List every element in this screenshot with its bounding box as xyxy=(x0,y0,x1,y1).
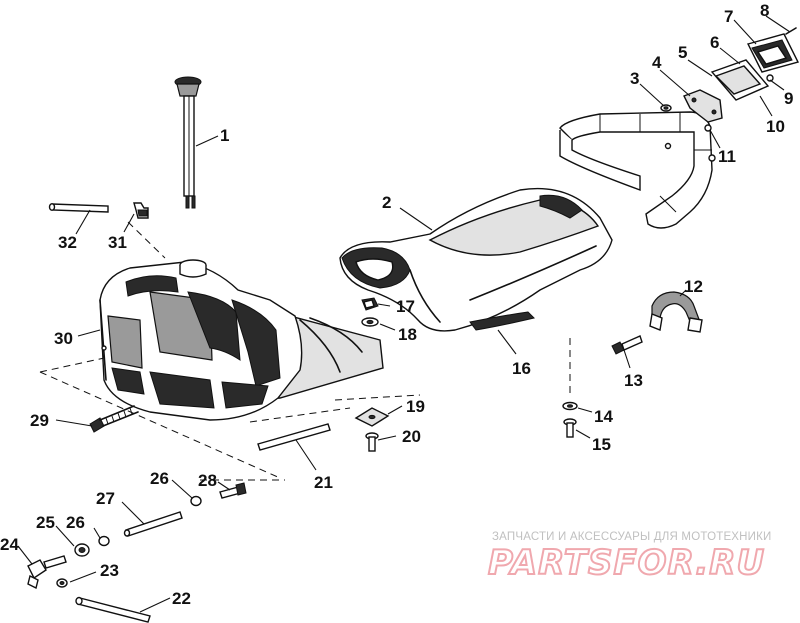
callout-18: 18 xyxy=(398,325,417,344)
part-rod-22 xyxy=(75,596,151,623)
callout-14: 14 xyxy=(594,407,613,426)
leader-lines xyxy=(17,15,791,613)
callout-26-upper: 26 xyxy=(150,469,169,488)
callout-21: 21 xyxy=(314,473,333,492)
part-cap-26a xyxy=(190,495,202,507)
part-bolt-20 xyxy=(365,432,379,452)
callout-28: 28 xyxy=(198,471,217,490)
part-seat xyxy=(339,187,613,332)
part-bolt-28 xyxy=(219,482,247,499)
callout-15: 15 xyxy=(592,435,611,454)
callout-30: 30 xyxy=(54,329,73,348)
callout-16: 16 xyxy=(512,359,531,378)
part-rod-32 xyxy=(48,203,109,213)
callout-17: 17 xyxy=(396,297,415,316)
callout-26-lower: 26 xyxy=(66,513,85,532)
callout-25: 25 xyxy=(36,513,55,532)
part-rod-21 xyxy=(257,423,331,451)
part-washer-14 xyxy=(562,401,578,411)
callout-31: 31 xyxy=(108,233,127,252)
part-rod-27 xyxy=(123,511,183,537)
part-grab-bar xyxy=(559,111,716,229)
callout-1: 1 xyxy=(220,126,229,145)
callout-24: 24 xyxy=(0,535,19,554)
part-clamp xyxy=(649,291,703,333)
callout-11: 11 xyxy=(718,147,736,166)
callout-9: 9 xyxy=(784,89,793,108)
callout-23: 23 xyxy=(100,561,119,580)
part-fuel-sender xyxy=(174,76,202,209)
callout-7: 7 xyxy=(724,7,733,26)
callout-20: 20 xyxy=(402,427,421,446)
callout-labels: 1 2 3 4 5 6 7 8 9 10 11 12 13 14 15 16 1… xyxy=(0,1,793,608)
callout-6: 6 xyxy=(710,33,719,52)
callout-12: 12 xyxy=(684,277,703,296)
callout-3: 3 xyxy=(630,69,639,88)
part-plate-19 xyxy=(354,407,390,427)
watermark-subtitle: ЗАПЧАСТИ И АКСЕССУАРЫ ДЛЯ МОТОТЕХНИКИ xyxy=(492,531,772,543)
callout-10: 10 xyxy=(766,117,785,136)
part-bracket-assembly xyxy=(660,27,800,132)
part-grommet-25 xyxy=(74,543,90,557)
part-nut-17 xyxy=(361,297,379,311)
callout-29: 29 xyxy=(30,411,49,430)
watermark-brand: PARTSFOR.RU xyxy=(488,543,765,583)
callout-4: 4 xyxy=(652,53,662,72)
part-washer-18 xyxy=(361,317,379,327)
part-fuel-fitting xyxy=(89,405,139,433)
part-cap-26b xyxy=(98,535,110,547)
callout-5: 5 xyxy=(678,43,687,62)
part-bolt-15 xyxy=(563,418,577,438)
callout-27: 27 xyxy=(96,489,115,508)
callout-19: 19 xyxy=(406,397,425,416)
callout-32: 32 xyxy=(58,233,77,252)
watermark: ЗАПЧАСТИ И АКСЕССУАРЫ ДЛЯ МОТОТЕХНИКИ PA… xyxy=(487,531,772,584)
callout-8: 8 xyxy=(760,1,769,20)
part-bolt-13 xyxy=(611,335,643,355)
part-nut-23 xyxy=(56,578,68,588)
callout-2: 2 xyxy=(382,193,391,212)
callout-13: 13 xyxy=(624,371,643,390)
callout-22: 22 xyxy=(172,589,191,608)
part-elbow-fitting xyxy=(133,202,149,219)
part-fuel-tank xyxy=(99,259,384,421)
part-fitting-24 xyxy=(27,555,67,590)
assembly-dash-lines xyxy=(39,221,571,481)
